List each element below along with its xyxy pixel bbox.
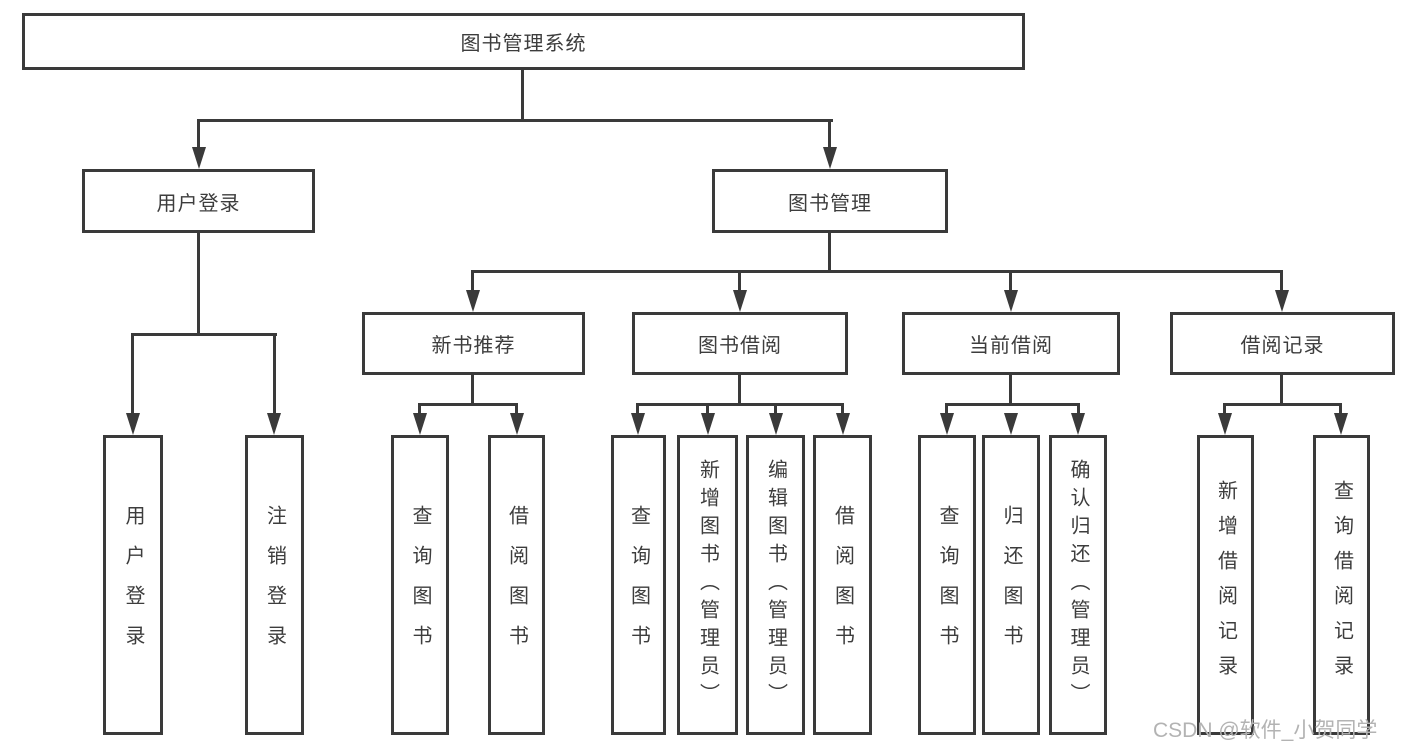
leaf-borrow-books: 借阅图书 [813,435,872,735]
arrow-down-icon [466,290,480,312]
node-user-login: 用户登录 [82,169,315,233]
node-root-label: 图书管理系统 [460,33,587,55]
connector-line [1009,270,1012,293]
connector-line [131,333,277,336]
leaf-confirm-return-admin: 确认归还（管理员） [1049,435,1107,735]
connector-line [131,333,134,415]
connector-line [1280,270,1283,293]
connector-line [1280,375,1283,406]
leaf-add-books-admin-label: 新增图书（管理员） [696,459,719,711]
leaf-query-books-recommend: 查询图书 [391,435,449,735]
connector-line [1077,403,1080,416]
connector-line [197,119,200,150]
connector-line [521,70,524,120]
leaf-user-login-label: 用户登录 [122,505,144,665]
node-root: 图书管理系统 [22,13,1025,70]
connector-line [1223,403,1342,406]
connector-line [1339,403,1342,416]
node-borrow-records-label: 借阅记录 [1240,335,1325,357]
leaf-query-borrow-record: 查询借阅记录 [1313,435,1370,735]
node-book-management: 图书管理 [712,169,948,233]
connector-line [471,270,1283,273]
arrow-down-icon [1218,413,1232,435]
connector-line [471,375,474,406]
arrow-down-icon [1275,290,1289,312]
leaf-edit-books-admin-label: 编辑图书（管理员） [764,459,787,711]
leaf-borrow-books-recommend: 借阅图书 [488,435,545,735]
arrow-down-icon [510,413,524,435]
connector-line [828,119,831,150]
leaf-query-books-borrow: 查询图书 [611,435,666,735]
node-current-borrow: 当前借阅 [902,312,1120,375]
connector-line [273,333,276,415]
leaf-edit-books-admin: 编辑图书（管理员） [746,435,805,735]
connector-line [197,119,833,122]
leaf-query-borrow-record-label: 查询借阅记录 [1330,480,1353,690]
arrow-down-icon [126,413,140,435]
node-new-book-recommend-label: 新书推荐 [431,335,516,357]
connector-line [418,403,421,416]
arrow-down-icon [1334,413,1348,435]
arrow-down-icon [413,413,427,435]
leaf-add-borrow-record-label: 新增借阅记录 [1214,480,1237,690]
arrow-down-icon [1004,413,1018,435]
connector-line [738,375,741,406]
node-book-management-label: 图书管理 [788,192,872,215]
leaf-query-books-recommend-label: 查询图书 [409,505,431,665]
leaf-user-login: 用户登录 [103,435,163,735]
leaf-query-books-borrow-label: 查询图书 [627,505,650,665]
arrow-down-icon [267,413,281,435]
node-user-login-label: 用户登录 [156,192,241,215]
node-book-borrow: 图书借阅 [632,312,848,375]
node-new-book-recommend: 新书推荐 [362,312,585,375]
connector-line [945,403,948,416]
leaf-return-books: 归还图书 [982,435,1040,735]
connector-line [738,270,741,293]
leaf-query-books-current-label: 查询图书 [936,505,958,665]
arrow-down-icon [1071,413,1085,435]
connector-line [636,403,844,406]
node-borrow-records: 借阅记录 [1170,312,1395,375]
connector-line [197,233,200,335]
leaf-query-books-current: 查询图书 [918,435,976,735]
leaf-add-borrow-record: 新增借阅记录 [1197,435,1254,735]
arrow-down-icon [1004,290,1018,312]
connector-line [774,403,777,416]
arrow-down-icon [701,413,715,435]
connector-line [945,403,1080,406]
leaf-logout: 注销登录 [245,435,304,735]
arrow-down-icon [733,290,747,312]
node-book-borrow-label: 图书借阅 [698,335,782,357]
connector-line [1223,403,1226,416]
connector-line [418,403,518,406]
connector-line [515,403,518,416]
leaf-confirm-return-admin-label: 确认归还（管理员） [1067,459,1089,711]
connector-line [471,270,474,293]
arrow-down-icon [769,413,783,435]
leaf-add-books-admin: 新增图书（管理员） [677,435,738,735]
arrow-down-icon [940,413,954,435]
connector-line [1009,375,1012,406]
connector-line [841,403,844,416]
arrow-down-icon [823,147,837,169]
arrow-down-icon [192,147,206,169]
arrow-down-icon [631,413,645,435]
leaf-logout-label: 注销登录 [263,505,286,665]
leaf-return-books-label: 归还图书 [1000,505,1022,665]
leaf-borrow-books-recommend-label: 借阅图书 [505,505,528,665]
connector-line [828,233,831,272]
node-current-borrow-label: 当前借阅 [969,335,1053,357]
connector-line [636,403,639,416]
connector-line [706,403,709,416]
leaf-borrow-books-label: 借阅图书 [831,505,854,665]
arrow-down-icon [836,413,850,435]
